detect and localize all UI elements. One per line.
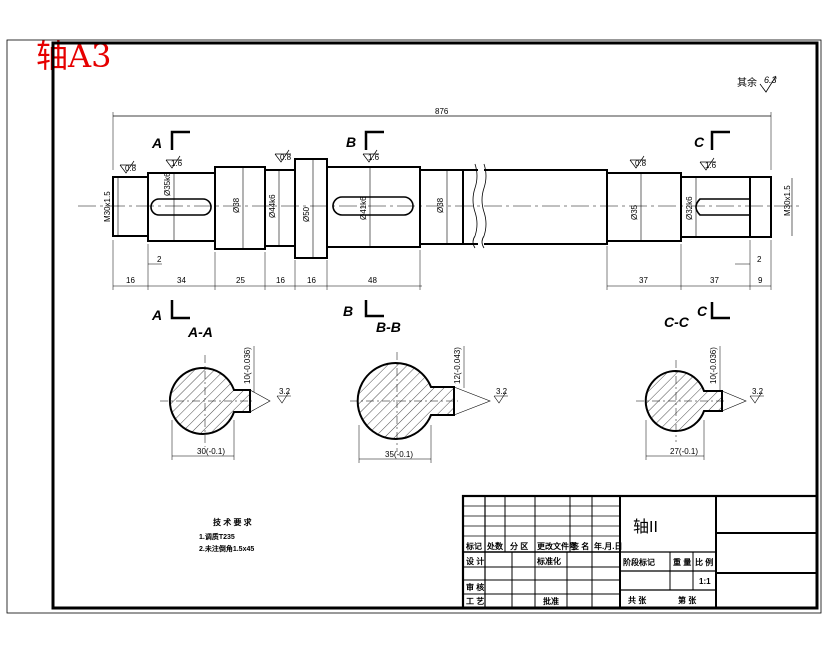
length-label-6: 48 bbox=[368, 276, 377, 285]
shaft-outline bbox=[112, 158, 772, 259]
break-line-left bbox=[472, 163, 478, 249]
dia-label-6: Ø41k6 bbox=[359, 196, 368, 220]
tb-header-sign: 签 名 bbox=[570, 541, 589, 551]
tb-process: 工 艺 bbox=[466, 596, 484, 606]
length-label-9: 9 bbox=[758, 276, 763, 285]
section-marker-c-bottom: C bbox=[697, 303, 708, 319]
tb-header-count: 处数 bbox=[486, 541, 504, 551]
tb-stage-mark: 阶段标记 bbox=[623, 557, 655, 567]
length-label-3: 25 bbox=[236, 276, 245, 285]
length-extension-lines bbox=[112, 240, 772, 290]
roughness-label-3: 0.8 bbox=[280, 153, 292, 162]
roughness-label-5: 0.8 bbox=[635, 159, 647, 168]
tb-header-docno: 更改文件号 bbox=[537, 541, 577, 551]
outer-frame bbox=[6, 39, 822, 614]
section-title-a: A-A bbox=[187, 324, 213, 340]
inner-frame bbox=[51, 41, 819, 610]
section-marker-b-top: B bbox=[346, 134, 356, 150]
tb-header-date: 年.月.日 bbox=[594, 541, 622, 551]
tb-scale-value: 1:1 bbox=[699, 577, 711, 586]
length-label-8: 37 bbox=[710, 276, 719, 285]
notes-heading: 技 术 要 求 bbox=[213, 517, 253, 527]
length-label-4: 16 bbox=[276, 276, 285, 285]
keyway-slot-b bbox=[332, 196, 414, 216]
section-marker-a-bottom: A bbox=[151, 307, 162, 323]
section-cut-marks bbox=[170, 130, 730, 320]
dia-label-10: M30x1.5 bbox=[783, 185, 792, 216]
section-c-view bbox=[636, 346, 764, 460]
section-a-roughness-label: 3.2 bbox=[279, 387, 291, 396]
roughness-note-value: 6.3 bbox=[764, 75, 777, 85]
section-a-view bbox=[160, 346, 291, 460]
tb-sheet-total: 共 张 bbox=[628, 595, 647, 605]
section-b-view bbox=[350, 346, 508, 463]
keyway-slot-c bbox=[695, 198, 750, 216]
roughness-note-prefix: 其余 bbox=[737, 76, 757, 89]
section-marker-a-top: A bbox=[151, 135, 162, 151]
section-title-b: B-B bbox=[376, 319, 401, 335]
keyway-slot-a bbox=[150, 198, 212, 216]
small-dim-right: 2 bbox=[757, 255, 762, 264]
roughness-label-4: 1.6 bbox=[368, 153, 380, 162]
dia-label-2: Ø35k6 bbox=[163, 172, 172, 196]
dia-label-9: Ø32k6 bbox=[685, 196, 694, 220]
tb-header-zone: 分 区 bbox=[510, 541, 528, 551]
section-c-width-label: 27(-0.1) bbox=[670, 447, 698, 456]
section-title-c: C-C bbox=[664, 314, 690, 330]
section-c-keyway-label: 10(-0.036) bbox=[709, 347, 718, 384]
section-marker-b-bottom: B bbox=[343, 303, 353, 319]
tb-design: 设 计 bbox=[466, 556, 484, 566]
small-dim-left: 2 bbox=[157, 255, 162, 264]
length-label-5: 16 bbox=[307, 276, 316, 285]
section-marker-c-top: C bbox=[694, 134, 705, 150]
section-c-roughness-label: 3.2 bbox=[752, 387, 764, 396]
length-label-2: 34 bbox=[177, 276, 186, 285]
roughness-label-6: 1.6 bbox=[705, 161, 717, 170]
length-label-1: 16 bbox=[126, 276, 135, 285]
roughness-marks bbox=[119, 149, 716, 174]
section-a-width-label: 30(-0.1) bbox=[197, 447, 225, 456]
tb-ratio: 比 例 bbox=[695, 557, 713, 567]
break-line-right bbox=[481, 163, 487, 249]
roughness-symbol-icon bbox=[759, 75, 777, 93]
section-b-roughness-label: 3.2 bbox=[496, 387, 508, 396]
section-b-keyway-label: 12(-0.043) bbox=[453, 347, 462, 384]
notes-line-1: 1.调质T235 bbox=[199, 532, 235, 541]
roughness-label-1: 0.8 bbox=[125, 164, 137, 173]
section-b-width-label: 35(-0.1) bbox=[385, 450, 413, 459]
dia-label-5: Ø50 bbox=[302, 206, 311, 222]
roughness-label-2: 1.6 bbox=[171, 159, 183, 168]
length-label-7: 37 bbox=[639, 276, 648, 285]
title-block-grid bbox=[461, 494, 819, 610]
tb-approve: 批准 bbox=[543, 596, 559, 606]
diameter-dims bbox=[117, 160, 793, 257]
dia-label-4: Ø44k6 bbox=[268, 194, 277, 218]
tb-sheet-number: 第 张 bbox=[678, 595, 697, 605]
part-name: 轴II bbox=[633, 518, 658, 536]
tb-weight: 重 量 bbox=[673, 557, 691, 567]
tb-standardization: 标准化 bbox=[536, 556, 561, 566]
tb-review: 审 核 bbox=[466, 582, 484, 592]
overall-length-label: 876 bbox=[435, 107, 449, 116]
notes-line-2: 2.未注倒角1.5x45 bbox=[199, 544, 254, 553]
dia-label-7: Ø38 bbox=[436, 197, 445, 213]
section-a-keyway-label: 10(-0.036) bbox=[243, 347, 252, 384]
dia-label-1: M30x1.5 bbox=[103, 191, 112, 222]
tb-header-mark: 标记 bbox=[465, 541, 482, 551]
dia-label-3: Ø38 bbox=[232, 197, 241, 213]
dia-label-8: Ø35 bbox=[630, 204, 639, 220]
